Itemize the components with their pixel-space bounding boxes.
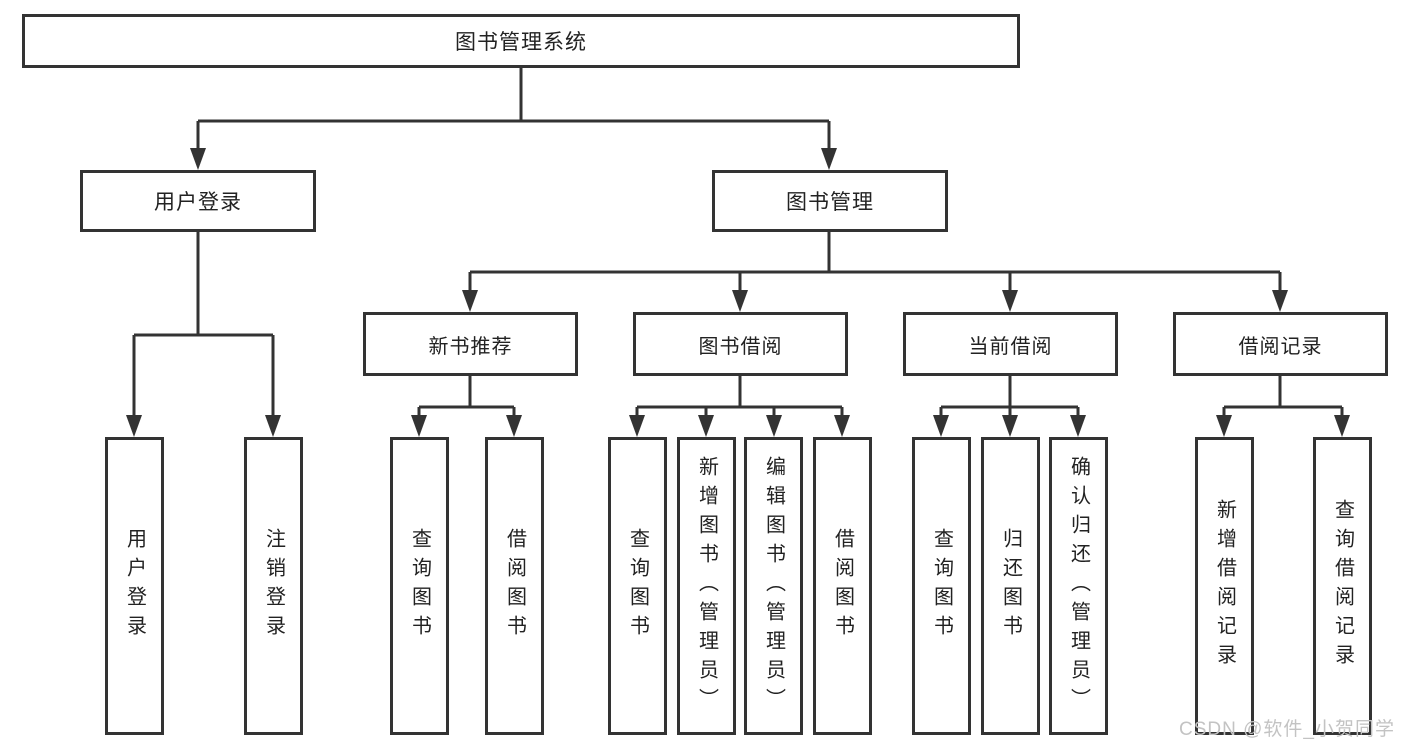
leaf-label: 归还图书 <box>999 528 1022 644</box>
node-current-borrow: 当前借阅 <box>903 312 1118 376</box>
leaf-label: 查询借阅记录 <box>1331 499 1354 673</box>
node-label: 图书借阅 <box>698 335 783 358</box>
connector-root <box>196 68 831 152</box>
connector-book-borrow <box>635 375 844 419</box>
node-book-borrow: 图书借阅 <box>633 312 848 376</box>
leaf-label: 借阅图书 <box>831 528 854 644</box>
connector-borrow-records <box>1222 375 1344 419</box>
connector-current-borrow <box>939 375 1080 419</box>
node-library-management-system: 图书管理系统 <box>22 14 1020 68</box>
leaf-confirm-return-admin: 确认归还（管理员） <box>1049 437 1108 735</box>
leaf-logout: 注销登录 <box>244 437 303 735</box>
leaf-user-login: 用户登录 <box>105 437 164 735</box>
leaf-add-borrow-record: 新增借阅记录 <box>1195 437 1254 735</box>
node-new-book-recommend: 新书推荐 <box>363 312 578 376</box>
leaf-label: 查询图书 <box>626 528 649 644</box>
node-label: 用户登录 <box>154 191 242 214</box>
leaf-edit-books-admin: 编辑图书（管理员） <box>744 437 803 735</box>
node-label: 当前借阅 <box>968 335 1053 358</box>
leaf-borrow-books: 借阅图书 <box>813 437 872 735</box>
leaf-label: 借阅图书 <box>503 528 526 644</box>
arrowhead-icons <box>126 148 1350 437</box>
leaf-label: 查询图书 <box>930 528 953 644</box>
connector-user-login <box>132 232 275 419</box>
leaf-label: 编辑图书（管理员） <box>762 455 785 717</box>
leaf-query-books-borrow: 查询图书 <box>608 437 667 735</box>
leaf-label: 新增图书（管理员） <box>695 455 718 717</box>
leaf-label: 确认归还（管理员） <box>1067 455 1090 717</box>
leaf-label: 用户登录 <box>123 528 146 644</box>
leaf-query-books-current: 查询图书 <box>912 437 971 735</box>
leaf-query-books-recommend: 查询图书 <box>390 437 449 735</box>
leaf-label: 注销登录 <box>262 528 285 644</box>
node-label: 图书管理系统 <box>455 31 587 54</box>
node-user-login: 用户登录 <box>80 170 316 232</box>
leaf-return-books: 归还图书 <box>981 437 1040 735</box>
leaf-borrow-books-recommend: 借阅图书 <box>485 437 544 735</box>
node-label: 借阅记录 <box>1238 335 1323 358</box>
watermark: CSDN @软件_小贺同学 <box>1179 719 1395 740</box>
connector-new-book-recommend <box>417 375 516 419</box>
node-book-management: 图书管理 <box>712 170 948 232</box>
connector-book-management <box>468 232 1282 296</box>
leaf-label: 查询图书 <box>408 528 431 644</box>
leaf-query-borrow-record: 查询借阅记录 <box>1313 437 1372 735</box>
node-label: 图书管理 <box>786 191 874 214</box>
leaf-label: 新增借阅记录 <box>1213 499 1236 673</box>
node-borrow-records: 借阅记录 <box>1173 312 1388 376</box>
leaf-add-books-admin: 新增图书（管理员） <box>677 437 736 735</box>
node-label: 新书推荐 <box>428 335 513 358</box>
